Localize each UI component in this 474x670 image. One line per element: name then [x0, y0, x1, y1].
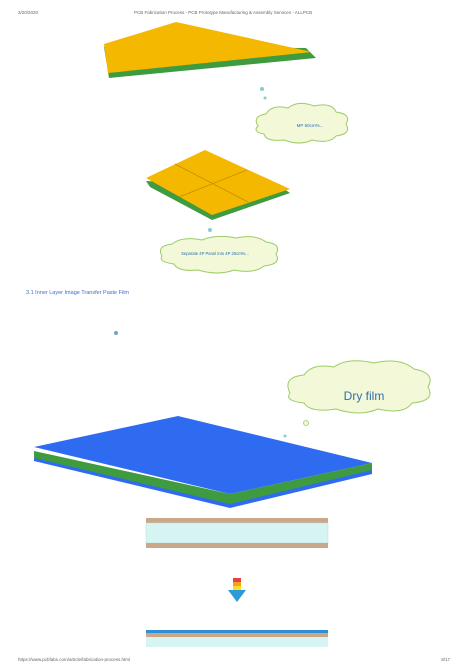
connector-dot [283, 434, 287, 438]
cloud-dry-film-label: Dry film [344, 389, 385, 403]
print-date: 3/20/2020 [18, 10, 39, 15]
connector-dot [260, 87, 264, 91]
cloud-mp-label: MP 50cm%... [297, 123, 324, 128]
cross-section-after [146, 630, 328, 647]
cloud-separate-label: Separate 4P Panel into 4P 25cm%... [181, 251, 249, 256]
down-arrow-icon [228, 578, 246, 602]
quartered-panel [146, 150, 290, 220]
connector-dot [114, 331, 118, 335]
connector-dot [208, 228, 212, 232]
footer-page-number: 8/17 [441, 657, 450, 662]
dry-film-panel [34, 416, 372, 508]
print-page-title: PCB Fabrication Process - PCB Prototype … [134, 10, 313, 15]
connector-dot [303, 420, 309, 426]
footer-url[interactable]: https://www.pcbfabs.com/article/fabricat… [18, 657, 131, 662]
cloud-mp-panel: MP 50cm%... [255, 102, 349, 144]
cloud-separate-panel: Separate 4P Panel into 4P 25cm%... [159, 235, 279, 274]
large-panel [104, 22, 316, 78]
connector-dot [263, 96, 267, 100]
cross-section-before [145, 518, 329, 548]
cloud-dry-film: Dry film [287, 360, 431, 414]
section-heading: 3.1 Inner Layer Image Transfer Paste Fil… [26, 290, 130, 296]
